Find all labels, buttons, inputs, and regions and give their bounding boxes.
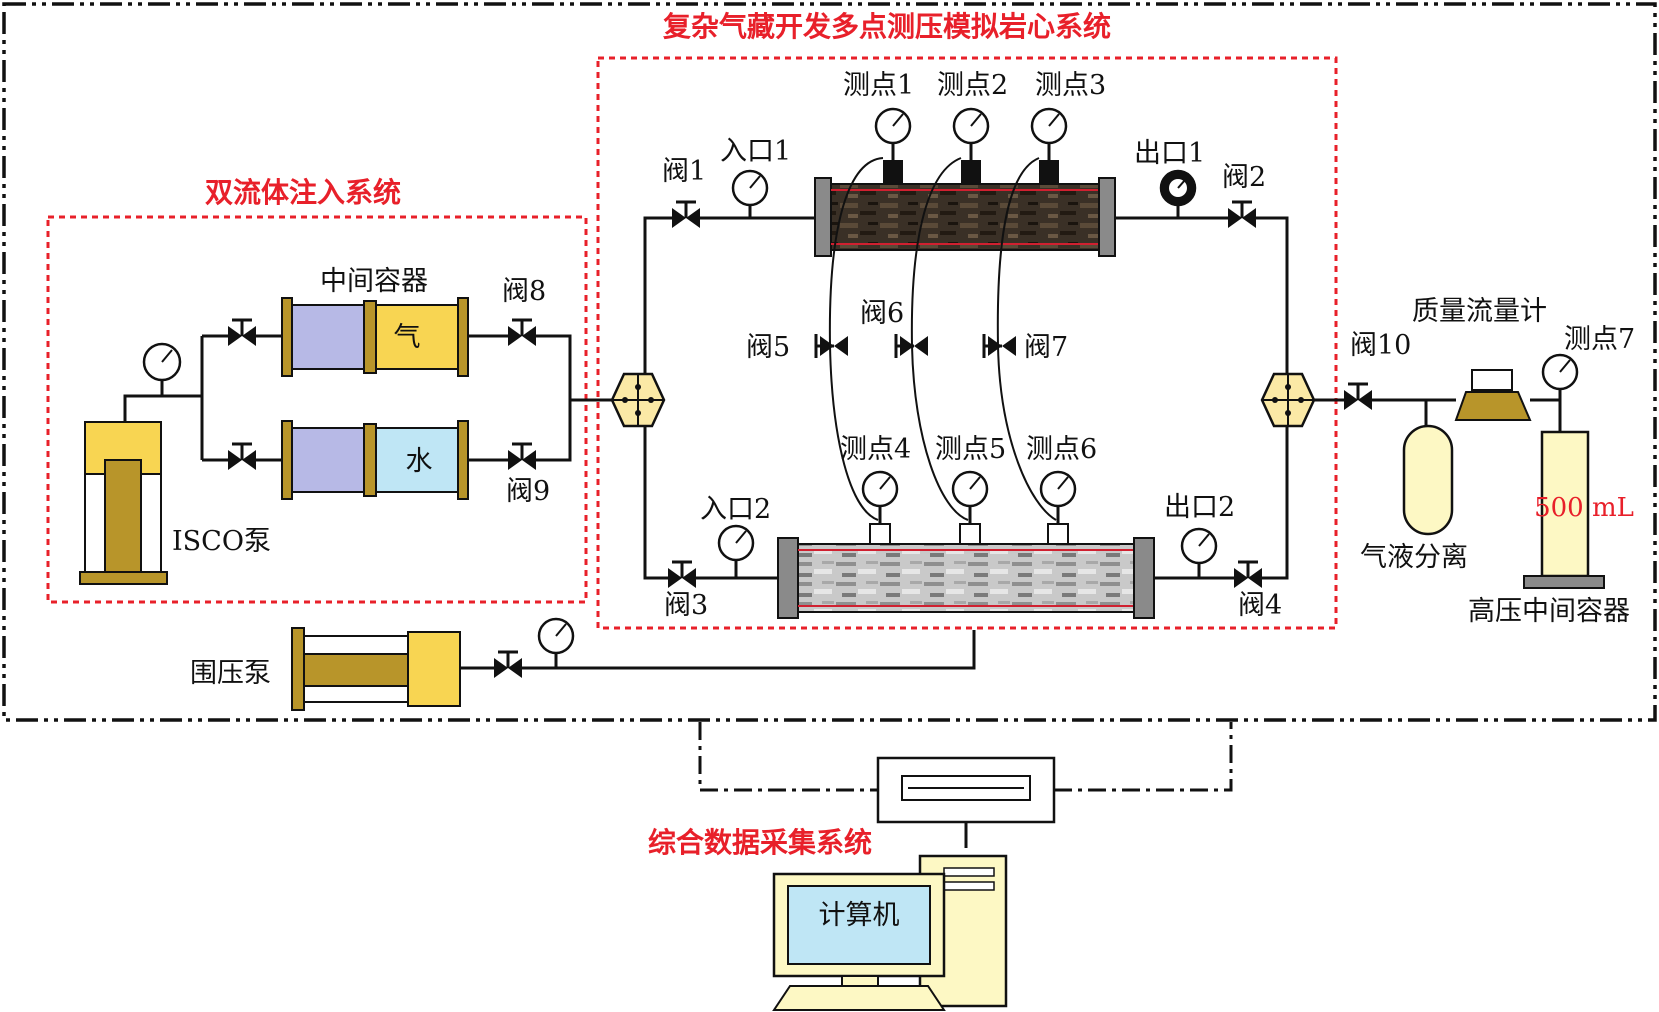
mass-flowmeter: [1454, 369, 1532, 421]
tube-3-6: [996, 157, 1057, 521]
upper-core-holder: [814, 177, 1116, 257]
point-1-label: 测点1: [843, 70, 914, 101]
tube-1-4: [828, 157, 884, 521]
outlet-2-label: 出口2: [1164, 492, 1235, 523]
separator-label: 气液分离: [1360, 542, 1468, 573]
valve-5-label: 阀5: [746, 332, 790, 363]
outlet-1-label: 出口1: [1134, 138, 1205, 169]
measure-point-5: [951, 470, 989, 545]
valve-1[interactable]: [672, 200, 700, 228]
valve-10-label: 阀10: [1350, 330, 1411, 361]
pressure-gauge: [142, 342, 182, 382]
water-label: 水: [406, 446, 433, 477]
computer-label: 计算机: [819, 900, 900, 931]
point-4-label: 测点4: [840, 434, 911, 465]
inlet-valve-lower[interactable]: [228, 442, 256, 470]
confining-gauge: [537, 617, 575, 655]
computer: [772, 854, 1008, 1011]
valve-5[interactable]: [814, 334, 848, 358]
valve-9-label: 阀9: [506, 476, 550, 507]
inlet-2-label: 入口2: [700, 494, 771, 525]
valve-10[interactable]: [1344, 382, 1372, 410]
point-2-label: 测点2: [937, 70, 1008, 101]
valve-8[interactable]: [508, 318, 536, 346]
confining-pump: [291, 627, 461, 711]
volume-label: 500 mL: [1534, 493, 1634, 523]
intermediate-container-label: 中间容器: [320, 266, 428, 297]
gas-container: [281, 297, 469, 377]
confining-pump-label: 围压泵: [190, 658, 271, 689]
water-container: [281, 420, 469, 500]
outlet-2-gauge: [1180, 527, 1218, 565]
isco-pump: [79, 421, 168, 585]
inlet-1-gauge: [731, 169, 769, 207]
core-system-title: 复杂气藏开发多点测压模拟岩心系统: [663, 10, 1111, 43]
injection-system-box: [46, 215, 588, 604]
measure-point-1: [874, 107, 912, 184]
measure-point-6: [1039, 470, 1077, 545]
data-system-title: 综合数据采集系统: [648, 826, 872, 859]
hp-container-label: 高压中间容器: [1468, 596, 1630, 627]
valve-4-label: 阀4: [1238, 590, 1282, 621]
measure-point-3: [1030, 107, 1068, 184]
data-link: [698, 722, 1233, 792]
valve-3-label: 阀3: [664, 590, 708, 621]
point-5-label: 测点5: [935, 434, 1006, 465]
gas-label: 气: [394, 322, 421, 353]
outlet-manifold: [1260, 372, 1316, 428]
valve-7-label: 阀7: [1024, 332, 1068, 363]
measure-point-2: [952, 107, 990, 184]
tube-2-5: [910, 157, 969, 521]
valve-9[interactable]: [508, 442, 536, 470]
valve-6[interactable]: [894, 334, 928, 358]
point-6-label: 测点6: [1026, 434, 1097, 465]
valve-4[interactable]: [1234, 560, 1262, 588]
valve-2-label: 阀2: [1222, 162, 1266, 193]
outer-boundary: [2, 2, 1657, 722]
point-7-label: 测点7: [1564, 324, 1635, 355]
valve-1-label: 阀1: [662, 156, 706, 187]
valve-7[interactable]: [982, 334, 1016, 358]
lower-core-holder: [777, 537, 1155, 619]
injection-system-title: 双流体注入系统: [205, 176, 401, 209]
valve-8-label: 阀8: [502, 276, 546, 307]
confining-valve[interactable]: [494, 650, 522, 678]
valve-2[interactable]: [1228, 200, 1256, 228]
inlet-valve-upper[interactable]: [228, 318, 256, 346]
measure-point-4: [861, 470, 899, 545]
valve-6-label: 阀6: [860, 298, 904, 329]
core-system-box: [596, 56, 1338, 630]
point-3-label: 测点3: [1035, 70, 1106, 101]
pressure-gauge-7: [1541, 353, 1579, 391]
gas-liquid-separator: [1402, 424, 1454, 536]
inlet-2-gauge: [717, 524, 755, 562]
isco-pump-label: ISCO泵: [172, 526, 271, 557]
mass-flowmeter-label: 质量流量计: [1412, 296, 1547, 327]
data-acquisition-unit: [876, 756, 1056, 824]
high-pressure-container: [1523, 430, 1605, 589]
inlet-manifold: [610, 372, 666, 428]
valve-3[interactable]: [668, 560, 696, 588]
outlet-1-gauge: [1159, 169, 1197, 207]
inlet-1-label: 入口1: [720, 136, 791, 167]
